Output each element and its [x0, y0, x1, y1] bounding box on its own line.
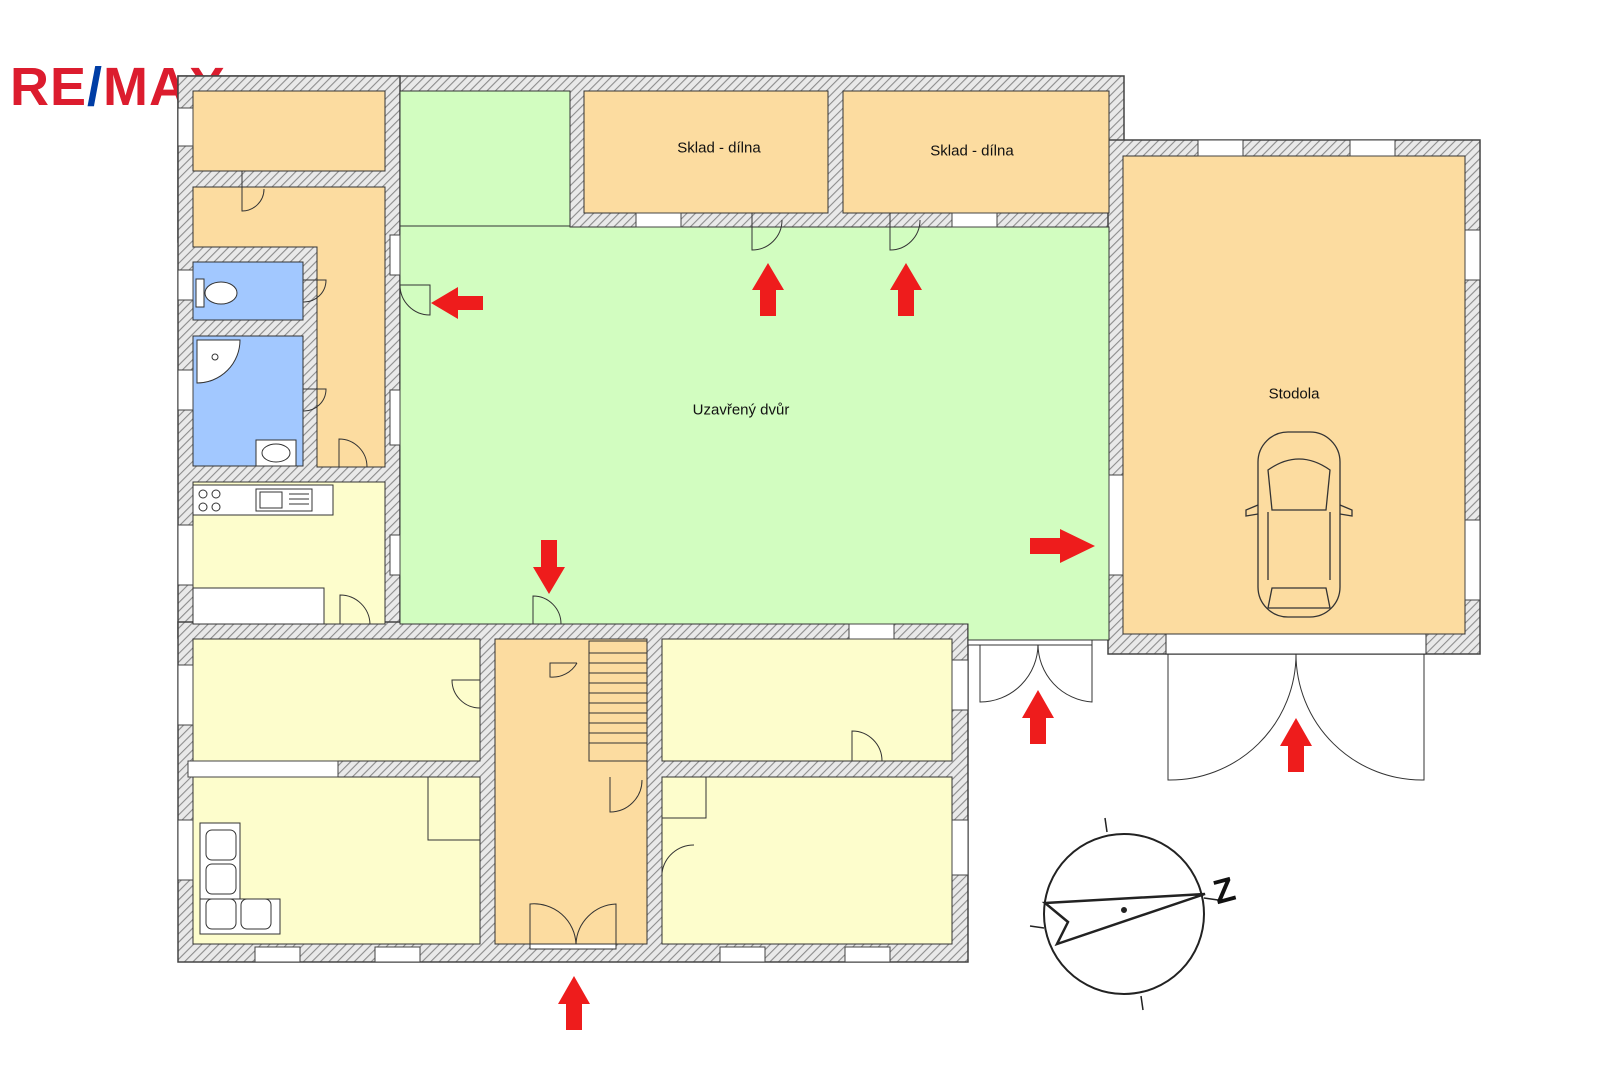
- arrow-to-kitchen-door: [533, 540, 565, 594]
- room-stairs: [588, 640, 648, 762]
- remax-logo: RE/MAX: [10, 57, 227, 117]
- room-hallway: [192, 186, 386, 468]
- compass: [1029, 817, 1219, 1011]
- arrow-to-workshop-1: [752, 263, 784, 316]
- entry-arrows: [431, 263, 1312, 1030]
- arrow-to-front-door: [558, 976, 590, 1030]
- car-icon: [1245, 431, 1353, 618]
- room-label-barn: Stodola: [1268, 385, 1320, 403]
- staircase: [589, 652, 647, 744]
- arrow-to-barn-gate: [1280, 718, 1312, 772]
- room-label-workshop-2: Sklad - dílna: [930, 142, 1014, 160]
- room-green-small: [399, 90, 571, 227]
- room-workshop-2: [842, 90, 1110, 214]
- rooms: [192, 90, 1466, 945]
- room-barn: [1122, 155, 1466, 635]
- room-label-workshop-1: Sklad - dílna: [677, 139, 761, 157]
- entry-double-doors: [529, 633, 1427, 950]
- arrow-to-hallway: [431, 287, 483, 319]
- fixtures: [192, 278, 334, 935]
- door-swings: [241, 171, 921, 874]
- room-bottom-right-lower: [661, 776, 953, 945]
- windows: [177, 107, 1481, 963]
- room-courtyard: [399, 225, 1110, 641]
- room-top-left: [192, 90, 386, 172]
- room-bottom-left-upper: [192, 638, 481, 762]
- room-label-courtyard: Uzavřený dvůr: [692, 401, 790, 419]
- room-bottom-right-upper: [661, 638, 953, 762]
- room-workshop-1: [583, 90, 829, 214]
- arrow-to-workshop-2: [890, 263, 922, 316]
- arrow-to-barn: [1030, 529, 1095, 563]
- arrow-to-courtyard-gate: [1022, 690, 1054, 744]
